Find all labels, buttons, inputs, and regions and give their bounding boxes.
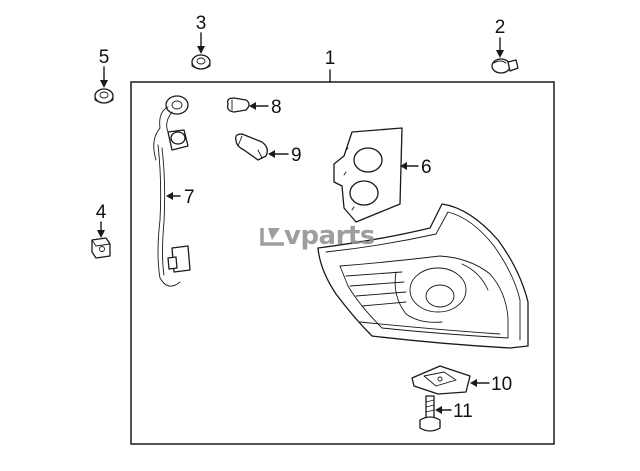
part-7-wiring-harness [153, 95, 191, 287]
callout-8-label: 8 [271, 97, 282, 118]
callout-4[interactable]: 4 [96, 202, 107, 238]
callout-1[interactable]: 1 [325, 48, 336, 83]
callout-7[interactable]: 7 [166, 187, 195, 208]
callout-3-label: 3 [196, 13, 207, 34]
callout-4-label: 4 [96, 202, 107, 223]
part-6-gasket [333, 127, 403, 223]
callout-5[interactable]: 5 [99, 47, 110, 88]
callout-10-label: 10 [491, 374, 512, 395]
callout-11[interactable]: 11 [435, 401, 473, 422]
part-3-nut [191, 54, 211, 70]
watermark-mark-icon [260, 228, 284, 246]
part-11-bolt [419, 395, 441, 432]
part-2-grommet [491, 58, 519, 74]
callout-7-label: 7 [184, 187, 195, 208]
part-5-nut [94, 88, 114, 104]
callout-6[interactable]: 6 [400, 157, 432, 178]
tail-lamp-assembly [317, 203, 529, 349]
callout-2-label: 2 [495, 17, 506, 38]
assembly-frame [130, 81, 555, 445]
callout-8[interactable]: 8 [249, 97, 282, 118]
callout-2[interactable]: 2 [495, 17, 506, 58]
callout-1-label: 1 [325, 48, 336, 69]
callout-9[interactable]: 9 [268, 145, 302, 166]
callout-6-label: 6 [421, 157, 432, 178]
part-10-bracket [411, 365, 471, 395]
callout-5-label: 5 [99, 47, 110, 68]
watermark-logo: vparts [260, 221, 375, 251]
callout-3[interactable]: 3 [196, 13, 207, 54]
part-8-bulb [226, 97, 250, 113]
watermark-text: vparts [284, 221, 375, 251]
callout-10[interactable]: 10 [470, 374, 512, 395]
part-4-clip [91, 237, 111, 259]
part-9-bulb [234, 133, 268, 161]
callout-9-label: 9 [291, 145, 302, 166]
callout-11-label: 11 [453, 401, 473, 422]
